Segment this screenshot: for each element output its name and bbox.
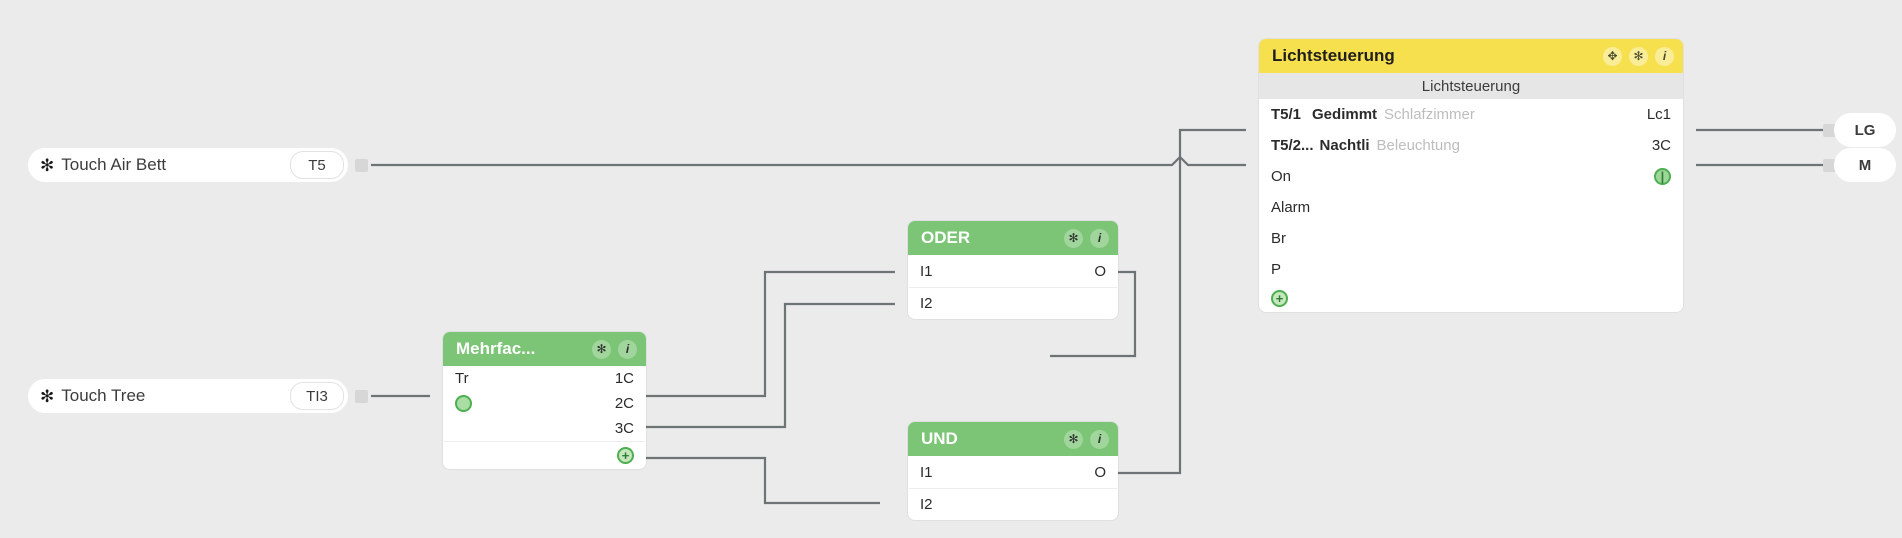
gear-icon: ✻ xyxy=(40,386,55,406)
port-row-on[interactable]: On | xyxy=(1259,161,1683,192)
port-label-out: O xyxy=(1094,262,1106,280)
port-row-status[interactable]: 2C xyxy=(443,391,646,416)
info-icon[interactable]: i xyxy=(1655,46,1674,66)
add-port-row[interactable]: + xyxy=(1259,285,1683,312)
wire-2c-to-oder-i2 xyxy=(646,302,895,429)
port-row-i1[interactable]: I1 O xyxy=(908,456,1118,488)
wire-1c-to-oder-i1 xyxy=(646,270,895,398)
block-body: I1 O I2 xyxy=(908,456,1118,520)
input-node-label: Touch Tree xyxy=(61,386,146,405)
port-label-out: 2C xyxy=(614,395,634,412)
port-label-in: I1 xyxy=(920,463,933,481)
port-label-in: T5/1 xyxy=(1271,106,1302,123)
port-nub-lg[interactable] xyxy=(1823,124,1836,137)
port-label-in: I2 xyxy=(920,496,933,513)
input-node-label: Touch Air Bett xyxy=(61,155,167,174)
port-label-in: Tr xyxy=(455,370,469,387)
port-label-out: Lc1 xyxy=(1646,106,1671,123)
port-row-i2[interactable]: I2 xyxy=(908,489,1118,520)
block-und[interactable]: UND ✻ i I1 O I2 xyxy=(908,422,1118,520)
port-label-out: 3C xyxy=(614,420,634,437)
divider xyxy=(909,488,1117,489)
gear-icon[interactable]: ✻ xyxy=(592,339,611,359)
wire-und-out xyxy=(1118,157,1182,475)
port-row-i2[interactable]: I2 xyxy=(908,288,1118,319)
input-node-badge[interactable]: T5 xyxy=(290,151,344,179)
output-node-m[interactable]: M xyxy=(1834,148,1896,182)
port-row-3c[interactable]: 3C xyxy=(443,416,646,441)
port-row-i1[interactable]: I1 O xyxy=(908,255,1118,287)
gear-icon[interactable]: ✻ xyxy=(1064,429,1083,449)
output-node-lg[interactable]: LG xyxy=(1834,113,1896,147)
wire-3c-to-und-i2 xyxy=(646,456,880,505)
port-watermark: Schlafzimmer xyxy=(1384,106,1475,123)
status-dot-icon xyxy=(455,395,472,412)
port-watermark: Beleuchtung xyxy=(1376,137,1460,154)
block-body: T5/1 Gedimmt Schlafzimmer Lc1 T5/2... Na… xyxy=(1259,99,1683,312)
port-nub-t5[interactable] xyxy=(355,159,368,172)
divider xyxy=(444,441,645,442)
add-icon[interactable]: + xyxy=(1271,290,1288,307)
port-label-in-secondary: Nachtli xyxy=(1319,137,1370,154)
port-label-in: Br xyxy=(1271,230,1286,247)
wire-t5-to-row1 xyxy=(1178,128,1246,157)
port-row-t5-2[interactable]: T5/2... Nachtli Beleuchtung 3C xyxy=(1259,130,1683,161)
block-body: I1 O I2 xyxy=(908,255,1118,319)
add-port-row[interactable]: + xyxy=(443,442,646,469)
port-label-out: 3C xyxy=(1651,137,1671,154)
port-label-in: T5/2... xyxy=(1271,137,1314,154)
input-node-touch-tree[interactable]: ✻ Touch Tree TI3 xyxy=(28,379,348,413)
block-lichtsteuerung[interactable]: Lichtsteuerung ✥ ✻ i Lichtsteuerung T5/1… xyxy=(1259,39,1683,312)
port-label-out: 1C xyxy=(614,370,634,387)
info-icon[interactable]: i xyxy=(1090,228,1109,248)
port-label-in: P xyxy=(1271,261,1282,278)
info-icon[interactable]: i xyxy=(1090,429,1109,449)
block-header[interactable]: ODER ✻ i xyxy=(908,221,1118,255)
block-title: Lichtsteuerung xyxy=(1272,46,1395,65)
port-status: | xyxy=(1654,168,1671,185)
port-label-in: I2 xyxy=(920,295,933,312)
port-nub-ti3[interactable] xyxy=(355,390,368,403)
port-label-in: I1 xyxy=(920,262,933,280)
output-node-badge: LG xyxy=(1854,117,1876,143)
block-header[interactable]: Lichtsteuerung ✥ ✻ i xyxy=(1259,39,1683,73)
port-label-in: Alarm xyxy=(1271,199,1311,216)
port-nub-m[interactable] xyxy=(1823,159,1836,172)
block-header[interactable]: Mehrfac... ✻ i xyxy=(443,332,646,366)
block-subtitle: Lichtsteuerung xyxy=(1259,73,1683,99)
gear-icon: ✻ xyxy=(40,155,55,175)
block-title: ODER xyxy=(921,228,971,247)
port-label-in: On xyxy=(1271,168,1292,185)
port-row-t5-1[interactable]: T5/1 Gedimmt Schlafzimmer Lc1 xyxy=(1259,99,1683,130)
block-title: UND xyxy=(921,429,958,448)
move-icon[interactable]: ✥ xyxy=(1603,46,1622,66)
power-indicator-icon: | xyxy=(1654,168,1671,185)
port-label-in-secondary: Gedimmt xyxy=(1312,106,1378,123)
gear-icon[interactable]: ✻ xyxy=(1629,46,1648,66)
output-node-badge: M xyxy=(1858,152,1872,178)
input-node-badge[interactable]: TI3 xyxy=(290,382,344,410)
block-header[interactable]: UND ✻ i xyxy=(908,422,1118,456)
info-icon[interactable]: i xyxy=(618,339,637,359)
port-label-out: O xyxy=(1094,463,1106,481)
port-row-br[interactable]: Br xyxy=(1259,223,1683,254)
port-row-tr[interactable]: Tr 1C xyxy=(443,366,646,391)
input-node-touch-air-bett[interactable]: ✻ Touch Air Bett T5 xyxy=(28,148,348,182)
block-body: Tr 1C 2C 3C + xyxy=(443,366,646,469)
block-mehrfach[interactable]: Mehrfac... ✻ i Tr 1C 2C 3C xyxy=(443,332,646,469)
block-title: Mehrfac... xyxy=(456,339,536,358)
gear-icon[interactable]: ✻ xyxy=(1064,228,1083,248)
wire-t5-trunk xyxy=(371,155,1246,167)
add-icon[interactable]: + xyxy=(617,447,634,464)
divider xyxy=(909,287,1117,288)
block-oder[interactable]: ODER ✻ i I1 O I2 xyxy=(908,221,1118,319)
port-row-alarm[interactable]: Alarm xyxy=(1259,192,1683,223)
port-row-p[interactable]: P xyxy=(1259,254,1683,285)
